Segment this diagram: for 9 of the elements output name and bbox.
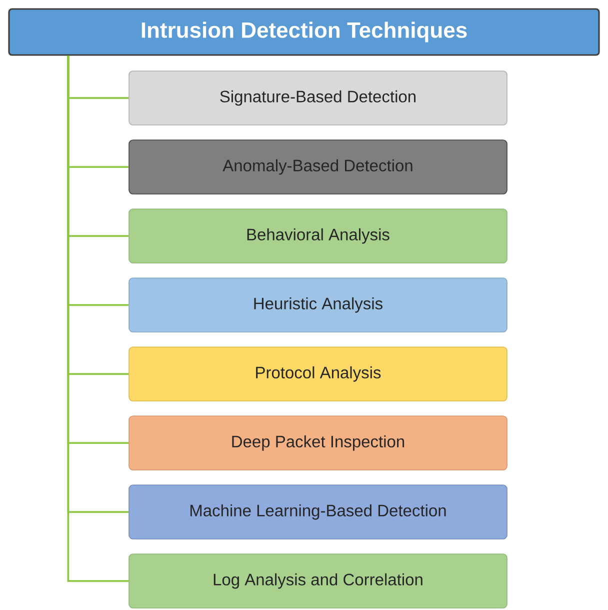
- technique-box: Anomaly-Based Detection: [128, 140, 508, 194]
- technique-box: Signature-Based Detection: [128, 70, 508, 126]
- technique-box: Behavioral Analysis: [128, 208, 508, 264]
- technique-box: Heuristic Analysis: [128, 278, 508, 332]
- technique-box: Log Analysis and Correlation: [128, 554, 508, 608]
- technique-box: Deep Packet Inspection: [128, 416, 508, 470]
- technique-box: Machine Learning-Based Detection: [128, 484, 508, 540]
- title-box: Intrusion Detection Techniques: [8, 8, 600, 56]
- technique-box: Protocol Analysis: [128, 346, 508, 402]
